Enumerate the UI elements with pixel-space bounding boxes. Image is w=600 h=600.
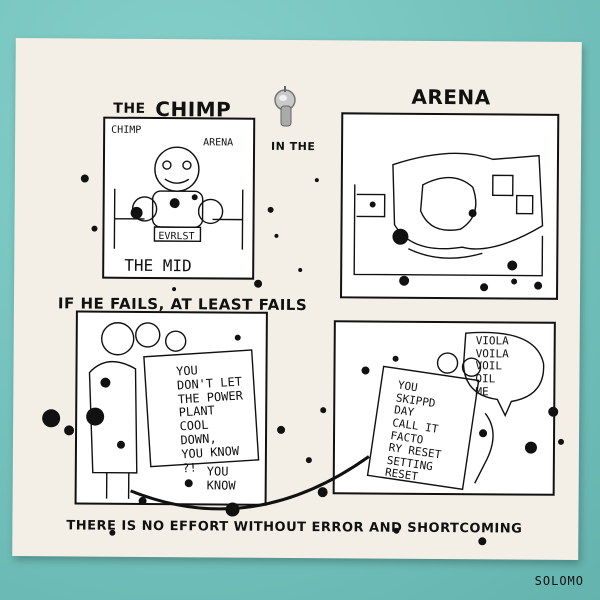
ink-splatter bbox=[42, 174, 565, 546]
factory-reset-drawing bbox=[361, 331, 545, 491]
push-pin-icon bbox=[274, 86, 296, 127]
panel-arena bbox=[340, 112, 560, 300]
chimp-drawing bbox=[113, 146, 244, 250]
signature: SOLOMO bbox=[534, 574, 584, 588]
panel-chimp: CHIMP ARENA EVRLST THE MID bbox=[102, 116, 256, 280]
panel-power-plant: YOU DON'T LET THE POWER PLANT COOL DOWN,… bbox=[74, 310, 268, 506]
power-plant-drawing bbox=[86, 322, 260, 499]
paper-sheet: THE CHIMP IN THE ARENA IF HE FAILS, AT L… bbox=[12, 38, 582, 560]
arena-drawing bbox=[353, 152, 544, 290]
panel-factory-reset: VIOLA VOILA VOIL OIL ME YOU SKIPPD DAY C… bbox=[332, 320, 556, 496]
